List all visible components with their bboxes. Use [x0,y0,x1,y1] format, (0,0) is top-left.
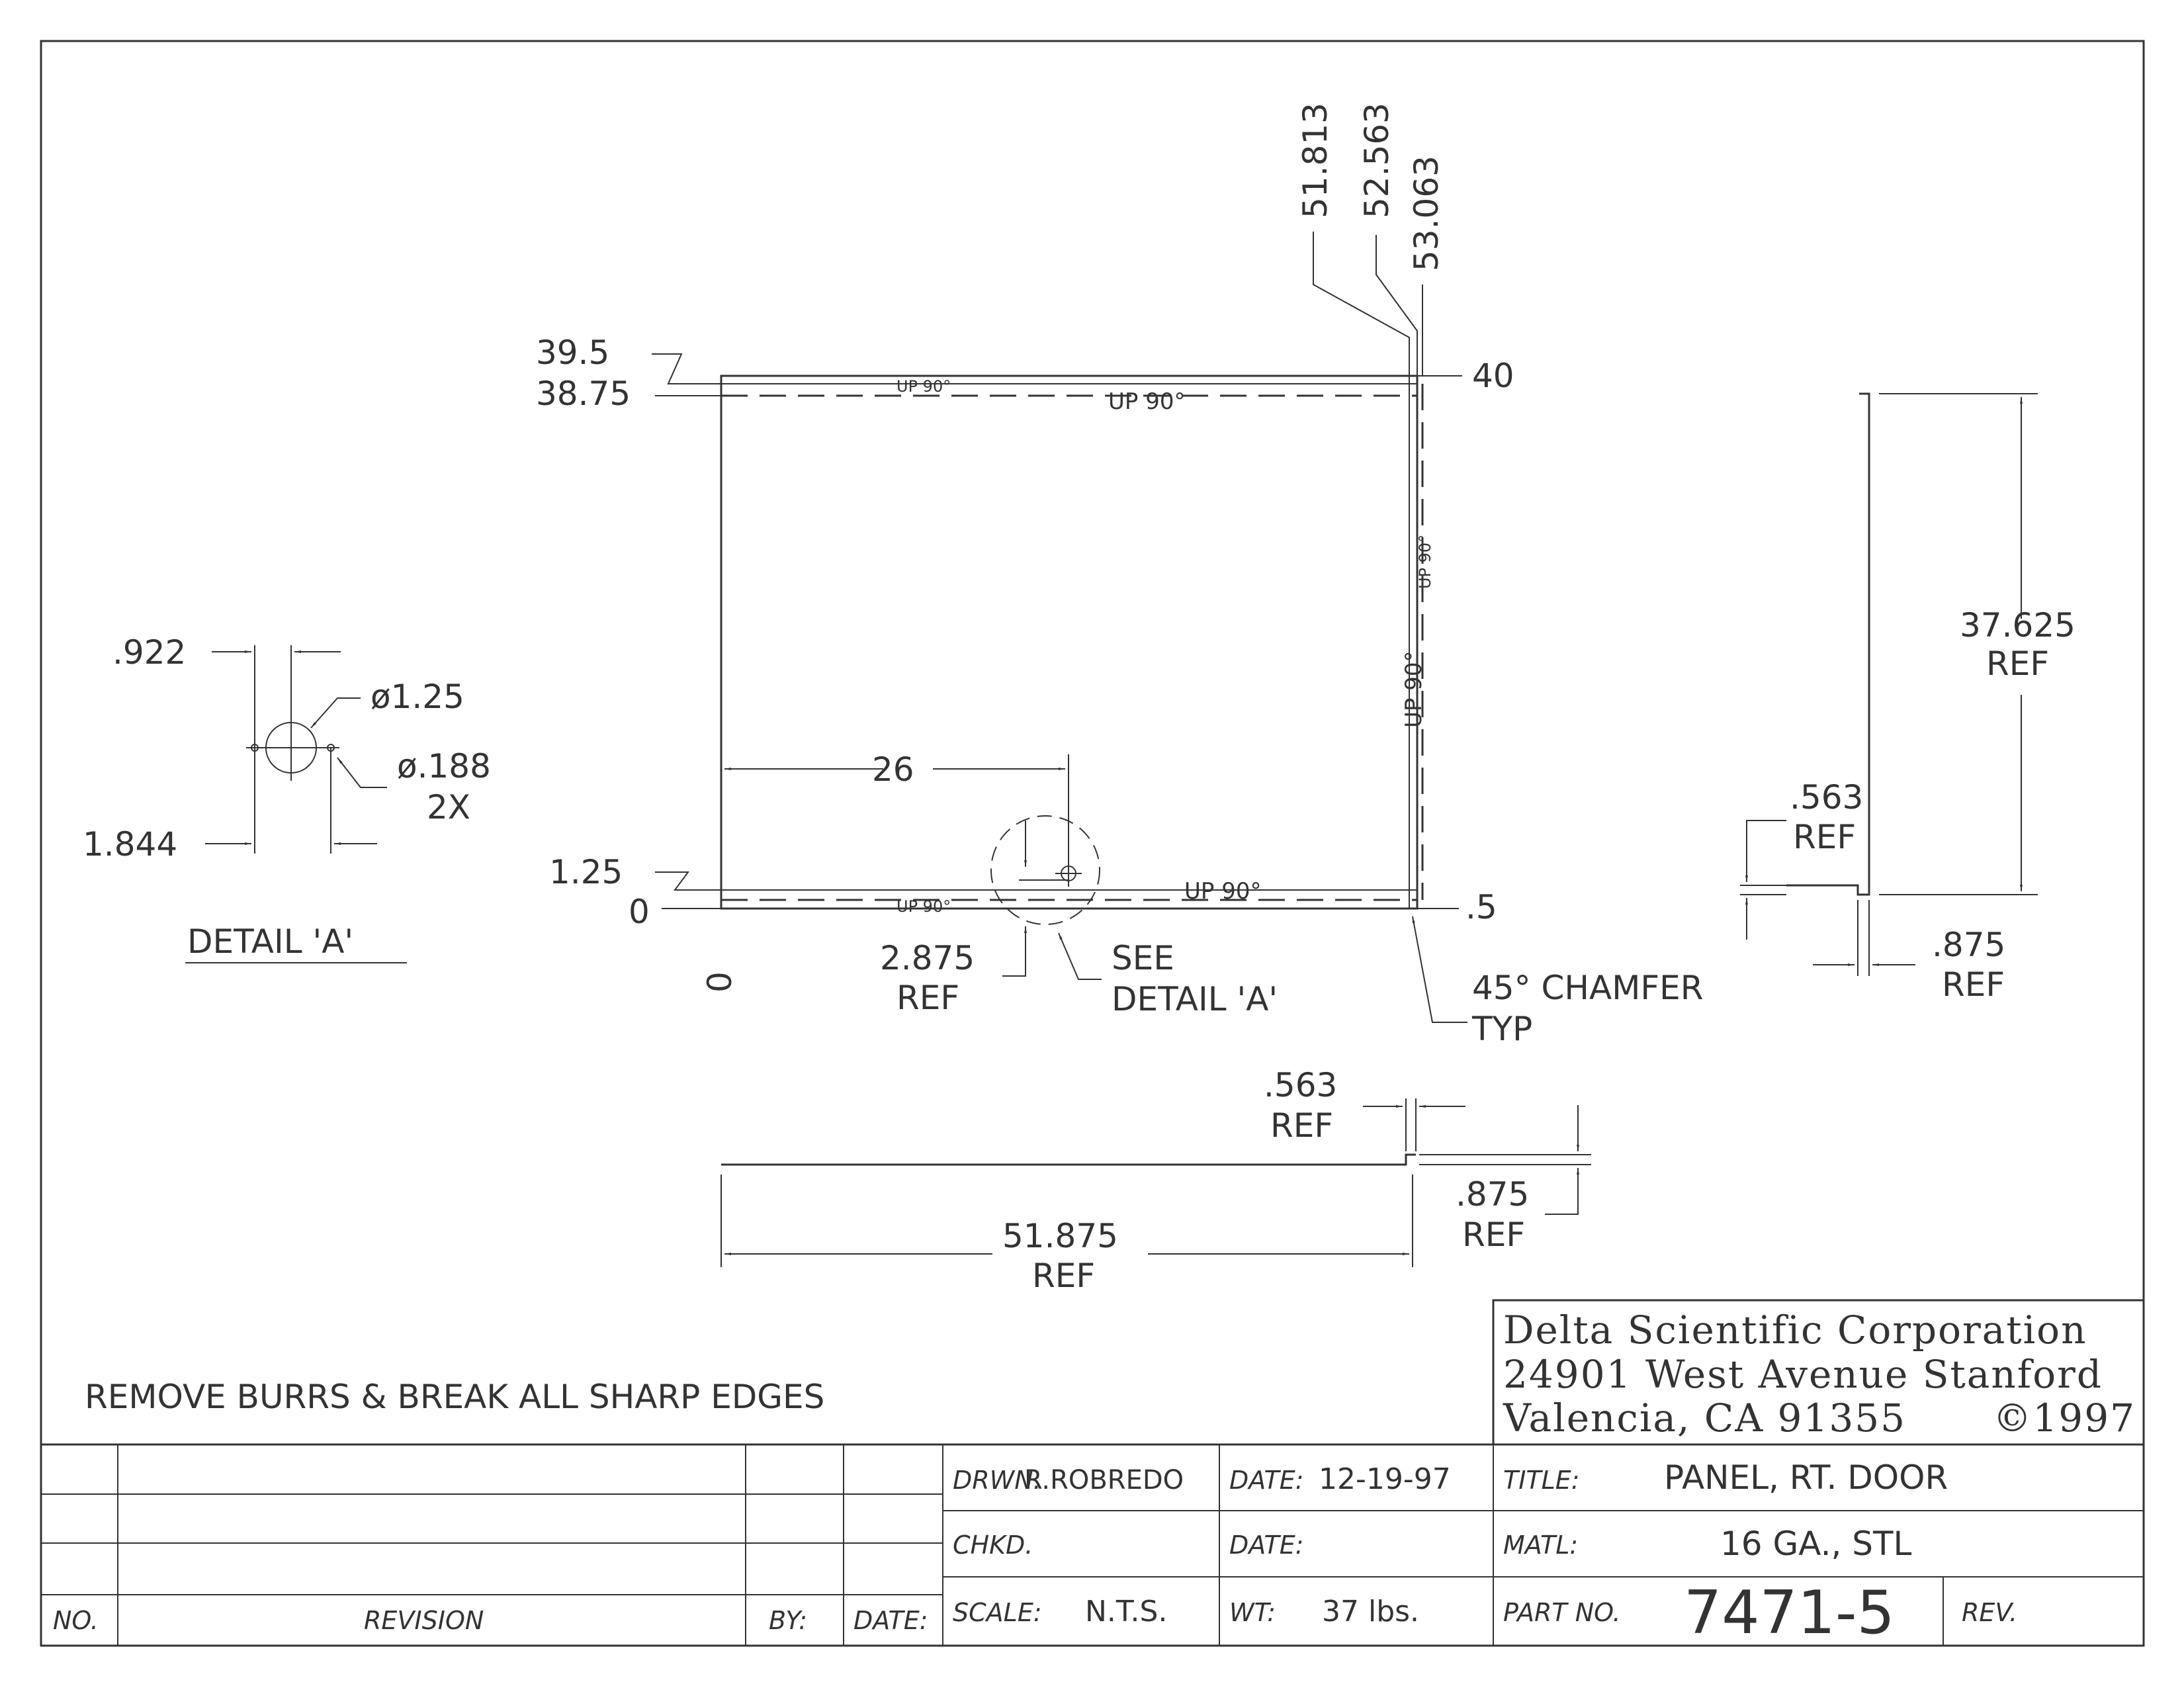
up-90-label: UP 90° [1401,651,1427,728]
dim-563-bottom-ref: REF [1270,1106,1333,1145]
chkd-label: CHKD. [953,1531,1033,1560]
dim-39-5: 39.5 [536,333,609,372]
matl-label: MATL: [1503,1531,1578,1560]
scale-label: SCALE: [953,1598,1042,1627]
dim-563-side: .563 [1790,778,1863,817]
matl-value: 16 GA., STL [1720,1525,1912,1563]
company-name: Delta Scientific Corporation [1503,1308,2087,1353]
dim-26: 26 [872,750,914,789]
leader-52-563 [1376,235,1418,376]
dim-bottom-zero: 0 [701,971,739,993]
copyright: ©1997 [1993,1396,2136,1441]
dim-875-side-ref: REF [1942,965,2005,1004]
dim-2-875: 2.875 [880,939,975,977]
rev-date-header: DATE: [853,1606,928,1635]
side-profile [1786,392,1870,896]
rev-header: REVISION [364,1606,484,1635]
see-detail-text: DETAIL 'A' [1112,980,1278,1018]
scale-value: N.T.S. [1085,1595,1167,1628]
title-block: NO. REVISION BY: DATE: DRWN. R.ROBREDO D… [41,1443,2144,1648]
dim-563-side-ref: REF [1793,818,1856,856]
detail-a: .922 1.844 ø1.25 ø.188 2X DETAIL 'A' [83,633,491,963]
dim-dia-small: ø.188 [397,747,491,785]
up-90-label: UP 90° [896,897,951,916]
detail-a-title: DETAIL 'A' [187,922,353,961]
rev-label: REV. [1962,1598,2017,1627]
dim-875-bottom-ref: REF [1462,1216,1525,1254]
main-view: UP 90° UP 90° UP 90° UP 90° UP 90° UP 90… [536,103,1703,1048]
up-90-label: UP 90° [1184,878,1261,905]
dim-53-063: 53.063 [1407,155,1446,271]
leader-39-5 [652,353,721,384]
dim-38-75: 38.75 [536,375,631,413]
general-note: REMOVE BURRS & BREAK ALL SHARP EDGES [85,1378,824,1416]
up-90-label: UP 90° [896,377,951,396]
wt-label: WT: [1229,1598,1276,1627]
leader-51-813 [1313,232,1410,376]
rev-no-header: NO. [53,1606,99,1635]
dim-37-625: 37.625 [1960,606,2075,644]
dim-51-875: 51.875 [1002,1217,1118,1255]
company-address: 24901 West Avenue Stanford [1503,1352,2103,1397]
up-90-label: UP 90° [1108,388,1185,415]
part-value: 7471-5 [1684,1578,1895,1648]
dim-0-5: .5 [1465,888,1497,926]
dim-51-813: 51.813 [1296,103,1334,218]
dim-1-844: 1.844 [83,825,177,864]
detail-circle [990,815,1100,925]
dim-dia-small-qty: 2X [427,788,470,826]
dim-2-875-ref: REF [896,979,959,1017]
dim-left-zero: 0 [629,893,650,931]
title-label: TITLE: [1503,1466,1580,1495]
bottom-profile [721,1153,1416,1166]
dim-52-563: 52.563 [1358,103,1396,218]
dim-dia-large: ø1.25 [371,678,464,716]
title-value: PANEL, RT. DOOR [1664,1458,1948,1497]
dim-1-25: 1.25 [549,853,623,891]
wt-value: 37 lbs. [1322,1595,1419,1628]
dim-922: .922 [112,633,186,672]
company-block: Delta Scientific Corporation 24901 West … [1492,1299,2145,1446]
see-detail-text: SEE [1112,939,1174,977]
date-value: 12-19-97 [1319,1462,1451,1496]
drwn-label: DRWN. [953,1466,1041,1495]
rev-by-header: BY: [769,1606,807,1635]
bottom-view: .563 REF .875 REF 51.875 REF [721,1066,1591,1295]
dim-40: 40 [1472,357,1514,395]
company-city: Valencia, CA 91355 [1503,1396,1906,1441]
chamfer-note: TYP [1471,1010,1532,1048]
dim-37-625-ref: REF [1986,644,2049,683]
chamfer-note: 45° CHAMFER [1472,969,1703,1007]
dim-51-875-ref: REF [1032,1257,1095,1295]
panel-outline [720,375,1419,910]
date2-label: DATE: [1229,1531,1304,1560]
side-view: 37.625 REF .563 REF .875 REF [1740,392,2075,1004]
drawing-border [40,40,2145,1647]
date-label: DATE: [1229,1466,1304,1495]
up-90-label: UP 90° [1416,535,1434,589]
leader-1-25 [655,871,721,891]
part-label: PART NO. [1503,1598,1621,1627]
dim-875-side: .875 [1932,926,2005,964]
dim-563-bottom: .563 [1264,1066,1337,1104]
drwn-value: R.ROBREDO [1024,1465,1184,1495]
dim-875-bottom: .875 [1456,1175,1529,1214]
